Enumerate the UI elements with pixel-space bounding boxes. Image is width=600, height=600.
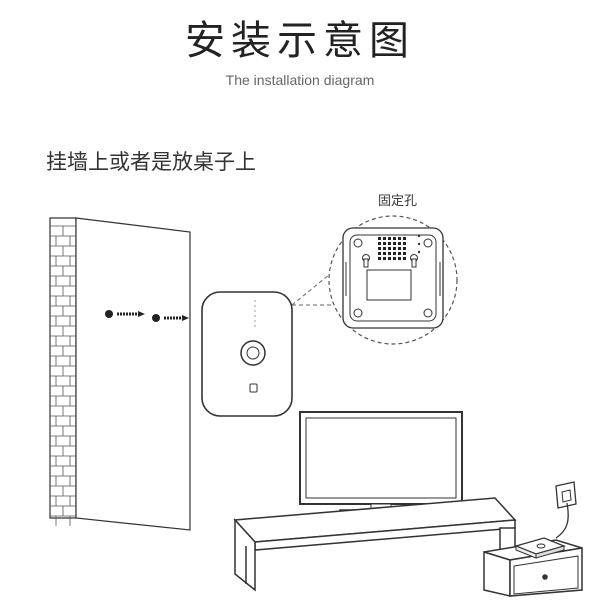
brick-wall xyxy=(49,217,191,531)
drawer-knob-icon xyxy=(542,574,548,580)
magnify-connector xyxy=(291,269,336,306)
power-adapter xyxy=(555,481,577,539)
television xyxy=(299,411,463,516)
hub-device-on-table xyxy=(513,537,567,559)
section-heading: 挂墙上或者是放桌子上 xyxy=(46,150,256,174)
hub-device-front xyxy=(201,291,293,417)
keyhole-slot-icon xyxy=(362,254,418,268)
device-back-magnified xyxy=(328,215,458,345)
fixing-hole-label: 固定孔 xyxy=(378,194,418,209)
wall-screw-right xyxy=(152,314,189,322)
tv-stand xyxy=(233,497,517,592)
diagram-subtitle: The installation diagram xyxy=(225,72,375,88)
wall-screw-left xyxy=(105,310,145,318)
diagram-title: 安装示意图 xyxy=(185,18,415,64)
lock-icon xyxy=(249,383,258,393)
